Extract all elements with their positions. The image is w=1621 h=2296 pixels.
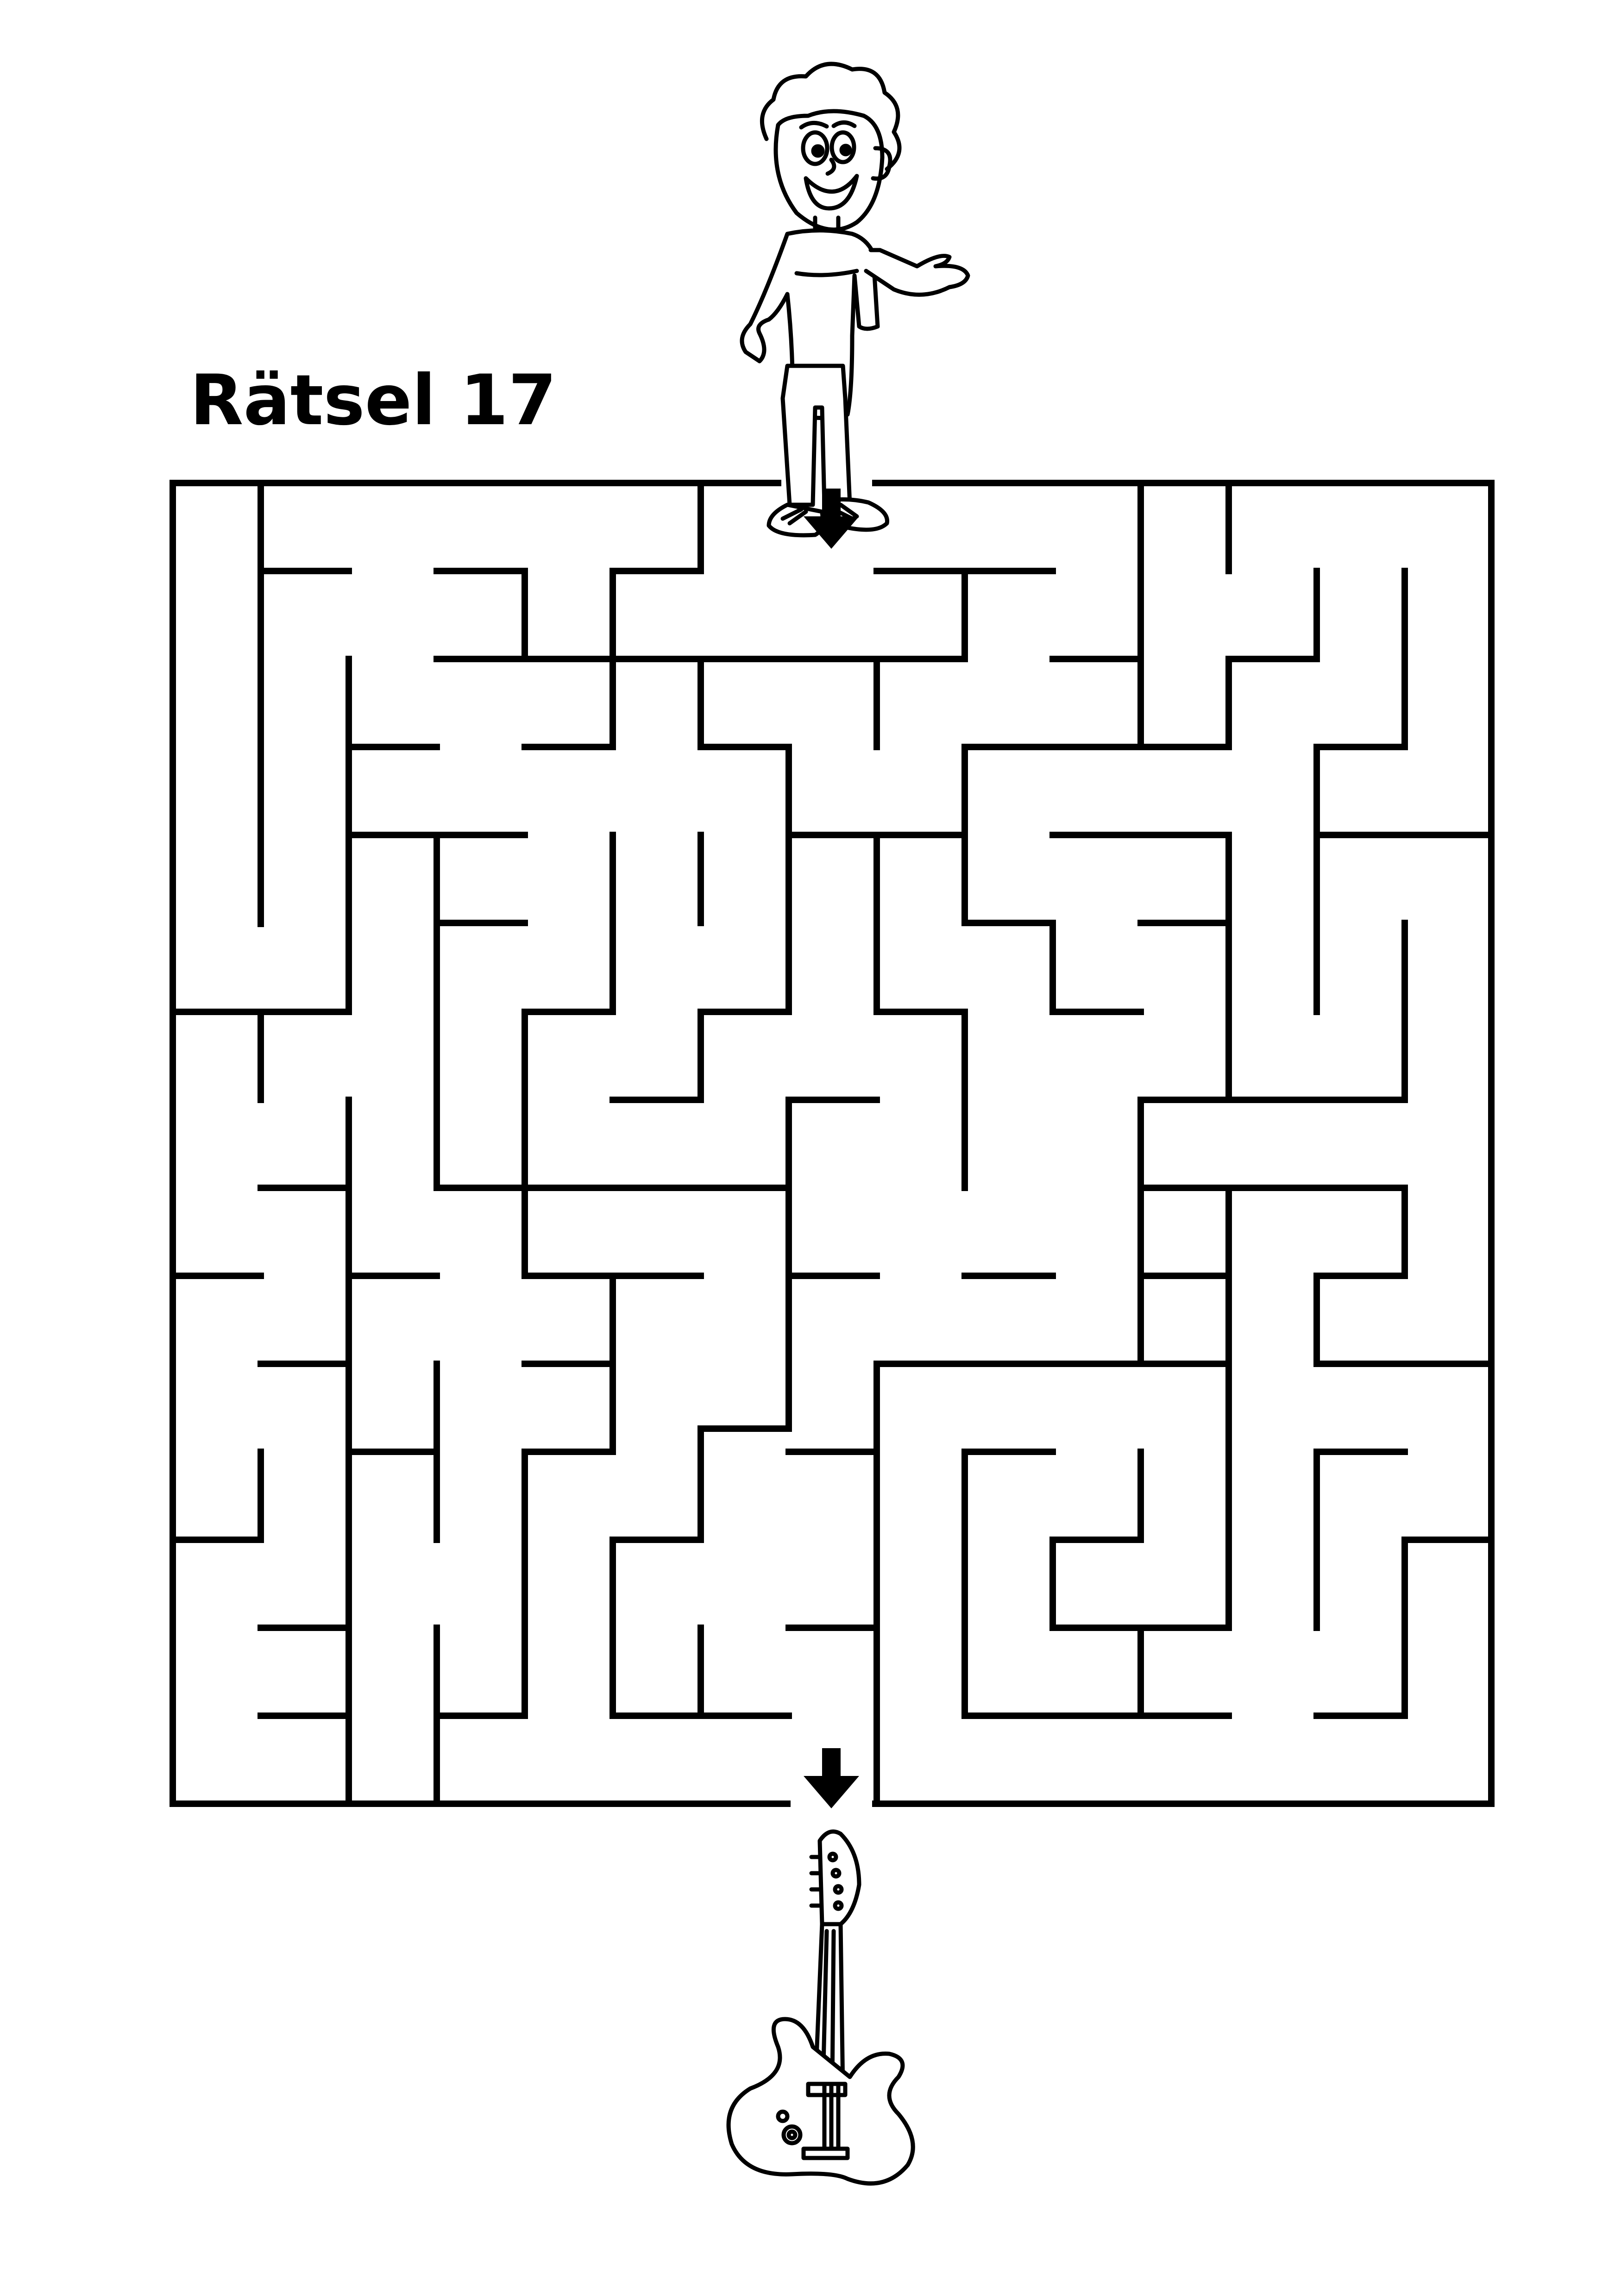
- page-title: Rätsel 17: [190, 360, 557, 441]
- arrow-down-icon: [804, 1748, 859, 1808]
- boy-character-icon: [740, 62, 970, 538]
- maze-walls: [170, 480, 1495, 1807]
- arrow-down-icon: [804, 489, 859, 549]
- electric-guitar-icon: [726, 1829, 915, 2186]
